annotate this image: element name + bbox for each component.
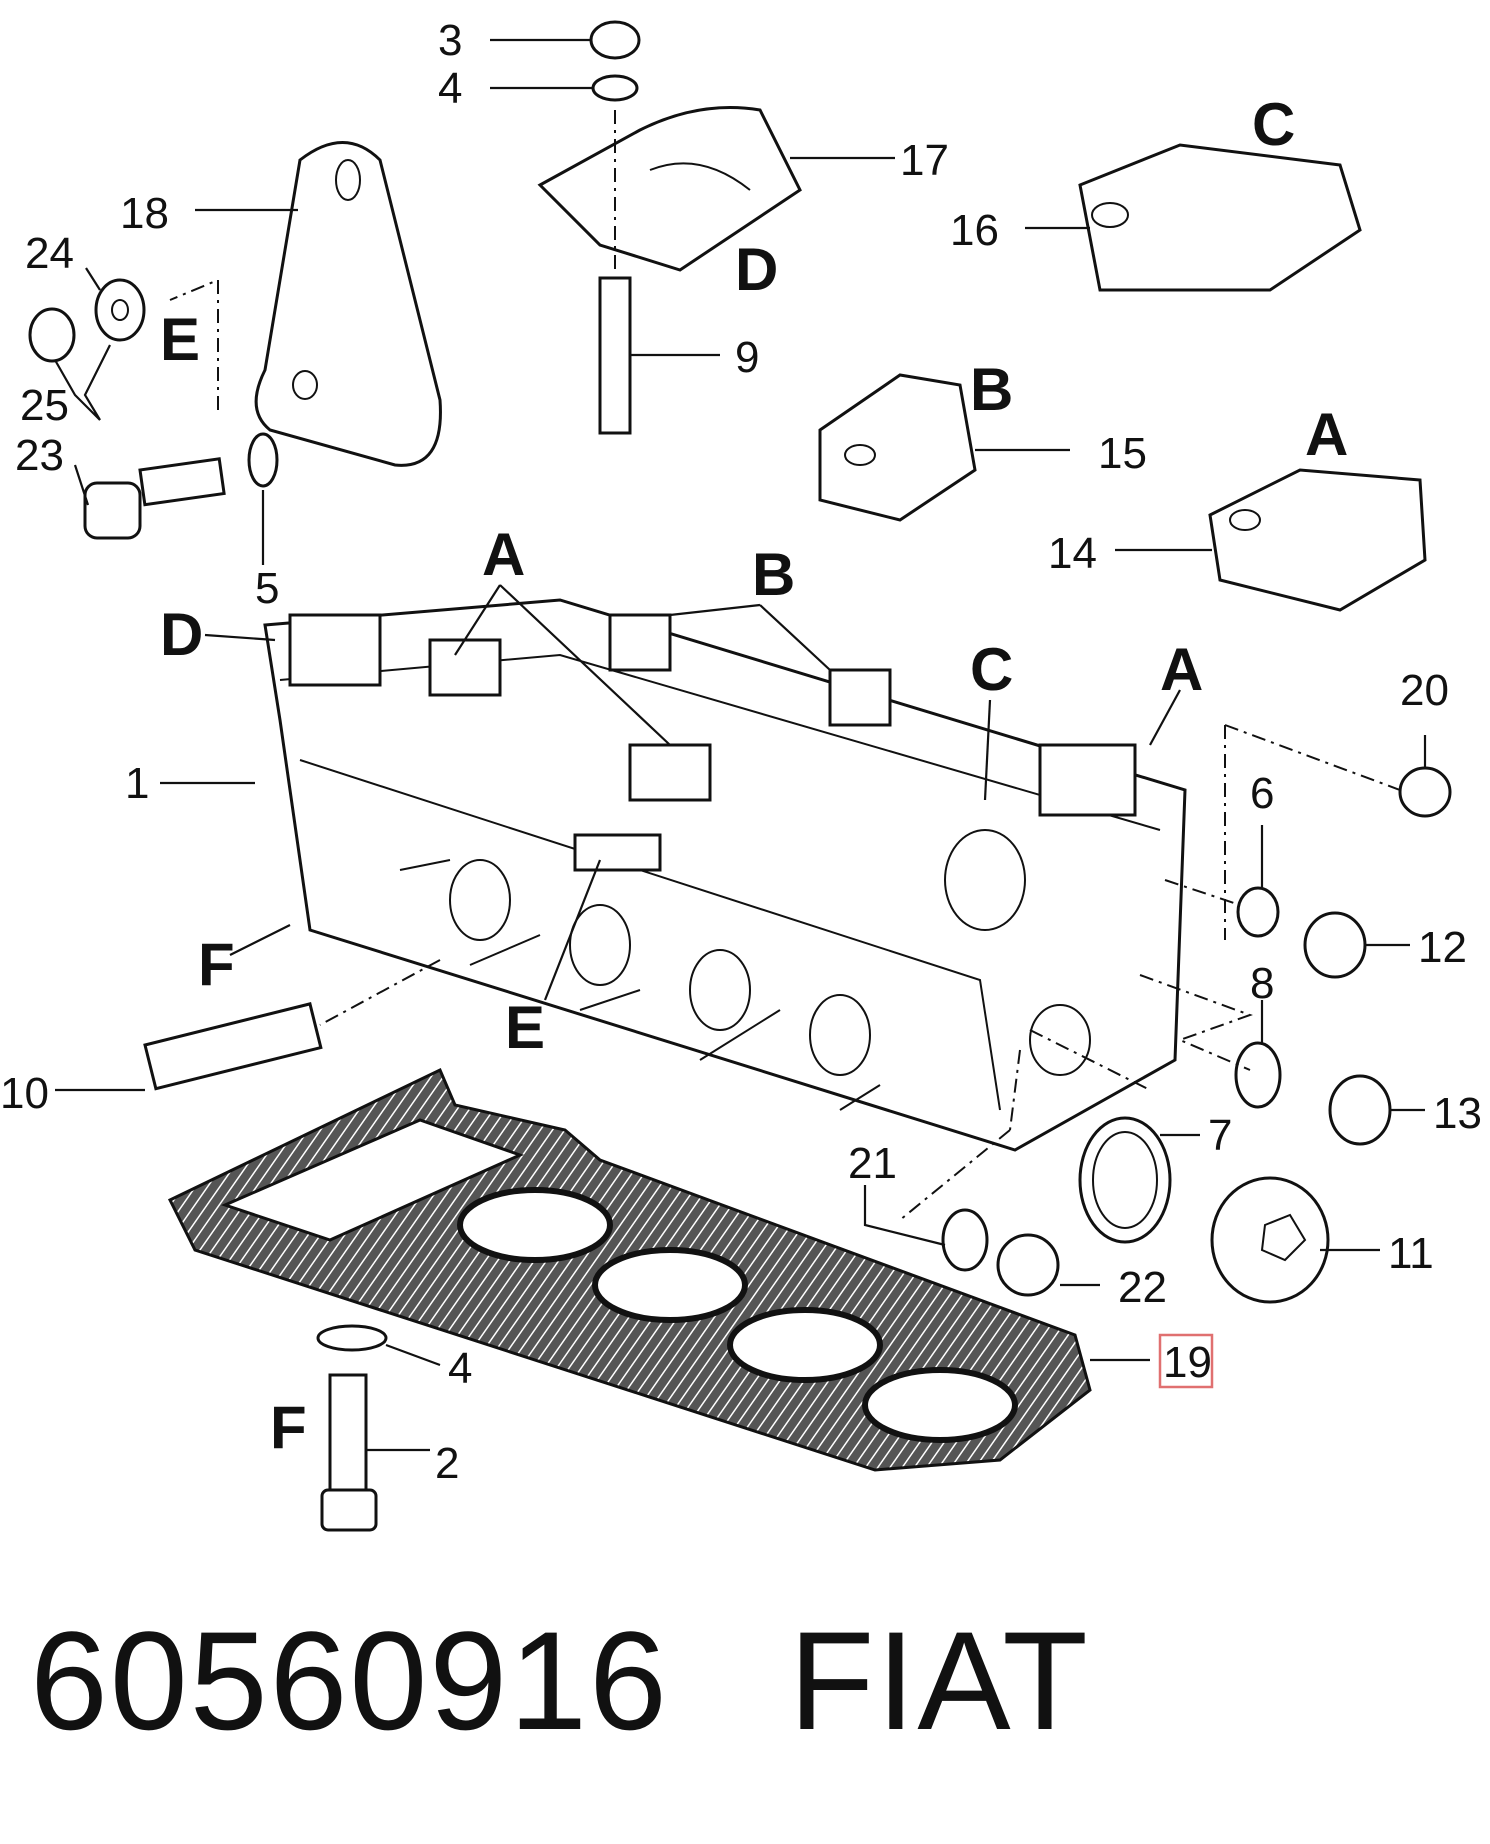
washer-6 bbox=[1236, 886, 1280, 938]
plug-13 bbox=[1328, 1074, 1392, 1146]
callout-14: 14 bbox=[1048, 529, 1097, 578]
letter-b-cap: B bbox=[970, 356, 1013, 423]
callout-19: 19 bbox=[1163, 1338, 1212, 1387]
letter-b-head: B bbox=[752, 541, 795, 608]
callout-23: 23 bbox=[15, 431, 64, 480]
callout-4-top: 4 bbox=[438, 64, 462, 113]
callout-20: 20 bbox=[1400, 666, 1449, 715]
callout-18: 18 bbox=[120, 189, 169, 238]
washer-8 bbox=[1234, 1041, 1282, 1109]
seal-7 bbox=[1078, 1116, 1172, 1244]
callout-9: 9 bbox=[735, 333, 759, 382]
washer-4-top bbox=[591, 74, 639, 102]
bearing-cap-14 bbox=[1208, 468, 1427, 612]
callout-19-highlight-box bbox=[1158, 1333, 1214, 1389]
cylinder-head bbox=[263, 598, 1187, 1152]
callout-numbers: 1 2 3 4 4 5 6 7 8 9 10 11 12 13 14 15 16… bbox=[0, 16, 1482, 1488]
callout-4-bottom: 4 bbox=[448, 1344, 472, 1393]
stud-2 bbox=[328, 1373, 368, 1507]
letter-arrows bbox=[204, 584, 1181, 1001]
washer-5 bbox=[247, 432, 279, 488]
callout-12: 12 bbox=[1418, 923, 1467, 972]
port-openings bbox=[449, 829, 1091, 1076]
plug-11 bbox=[1210, 1176, 1330, 1304]
callout-22: 22 bbox=[1118, 1263, 1167, 1312]
callout-24: 24 bbox=[25, 229, 74, 278]
letter-f-head: F bbox=[198, 931, 235, 998]
part-number: 60560916 bbox=[30, 1602, 669, 1759]
bore-4 bbox=[862, 1367, 1018, 1443]
bearing-caps-on-head bbox=[288, 613, 1137, 817]
bore-3 bbox=[727, 1307, 883, 1383]
plug-22 bbox=[996, 1233, 1060, 1297]
callout-10: 10 bbox=[0, 1069, 49, 1118]
brand-name: FIAT bbox=[788, 1602, 1090, 1759]
washer-21 bbox=[941, 1208, 989, 1272]
letter-e-head: E bbox=[505, 994, 545, 1061]
head-gasket bbox=[167, 1067, 1092, 1472]
bearing-cap-16 bbox=[1078, 143, 1362, 292]
nut-3 bbox=[589, 20, 641, 60]
callout-7: 7 bbox=[1208, 1111, 1232, 1160]
callout-13: 13 bbox=[1433, 1089, 1482, 1138]
stud-9 bbox=[598, 276, 632, 435]
callout-8: 8 bbox=[1250, 959, 1274, 1008]
bearing-cap-15 bbox=[818, 373, 977, 522]
callout-2: 2 bbox=[435, 1439, 459, 1488]
letter-a-head-left: A bbox=[482, 521, 525, 588]
letter-c-cap: C bbox=[1252, 91, 1295, 158]
callout-15: 15 bbox=[1098, 429, 1147, 478]
washer-24 bbox=[94, 278, 146, 342]
letter-c-head: C bbox=[970, 636, 1013, 703]
bearing-cap-17 bbox=[537, 106, 802, 272]
washer-4-bottom bbox=[316, 1324, 388, 1352]
head-studs bbox=[399, 859, 881, 1111]
callout-17: 17 bbox=[900, 136, 949, 185]
callout-6: 6 bbox=[1250, 769, 1274, 818]
group-letters: A A A B B C C D D E E F F bbox=[160, 91, 1348, 1461]
letter-d-head: D bbox=[160, 601, 203, 668]
callout-25: 25 bbox=[20, 381, 69, 430]
letter-d-cap: D bbox=[735, 236, 778, 303]
bore-2 bbox=[592, 1247, 748, 1323]
exploded-parts-diagram: 1 2 3 4 4 5 6 7 8 9 10 11 12 13 14 15 16… bbox=[0, 16, 1482, 1532]
callout-21: 21 bbox=[848, 1139, 897, 1188]
bore-1 bbox=[457, 1187, 613, 1263]
letter-a-cap: A bbox=[1305, 401, 1348, 468]
nut-25 bbox=[28, 307, 76, 363]
letter-e-bracket: E bbox=[160, 306, 200, 373]
bolt-23 bbox=[83, 457, 226, 540]
stud-10 bbox=[143, 1002, 323, 1091]
alignment-lines bbox=[169, 110, 1401, 1221]
letter-f-stud: F bbox=[270, 1394, 307, 1461]
lifting-bracket bbox=[254, 141, 442, 467]
highlighted-callout-19: 19 bbox=[1158, 1333, 1214, 1389]
letter-a-head-right: A bbox=[1160, 636, 1203, 703]
callout-1: 1 bbox=[125, 759, 149, 808]
callout-16: 16 bbox=[950, 206, 999, 255]
callout-11: 11 bbox=[1388, 1229, 1434, 1278]
plug-12 bbox=[1303, 911, 1367, 979]
callout-3: 3 bbox=[438, 16, 462, 65]
leader-lines bbox=[54, 38, 1427, 1452]
part-caption: 60560916 FIAT bbox=[30, 1600, 1090, 1762]
callout-5: 5 bbox=[255, 564, 279, 613]
bracket-e-on-head bbox=[573, 833, 662, 872]
plug-20 bbox=[1398, 766, 1452, 818]
